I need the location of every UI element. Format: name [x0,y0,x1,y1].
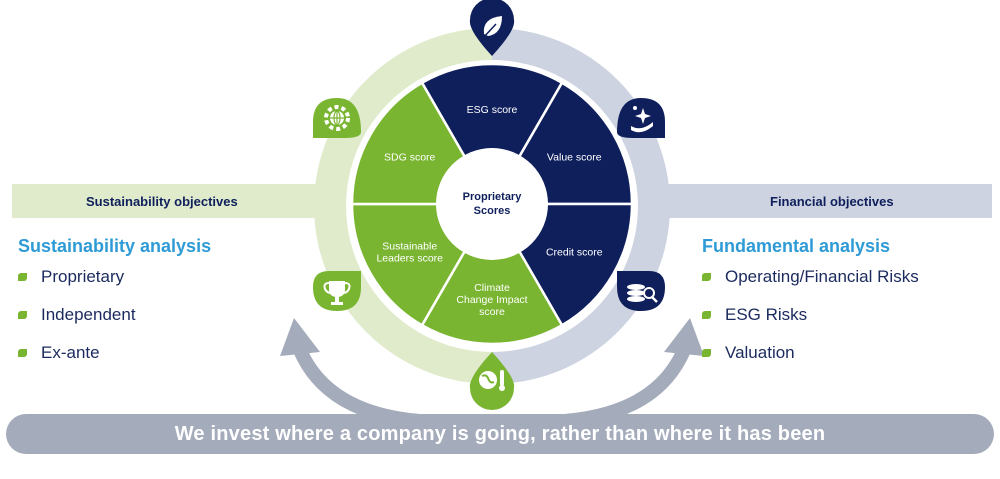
left-band-label: Sustainability objectives [86,194,238,209]
bullet-icon [18,273,27,281]
segment-label: ESG score [467,104,518,116]
tagline-bar [6,414,994,454]
score-segment [420,62,564,207]
list-item: Proprietary [18,258,136,296]
left-panel-list: Proprietary Independent Ex-ante [18,258,136,372]
globe-thermometer-icon [469,352,515,410]
center-label-line1: Proprietary [463,191,523,203]
right-panel-heading: Fundamental analysis [702,236,891,256]
list-item: Operating/Financial Risks [702,258,919,296]
bullet-icon [18,311,27,319]
segment-label: Sustainable [382,241,437,253]
list-item: Valuation [702,334,919,372]
center-circle [436,148,548,260]
bullet-icon [702,349,711,357]
segment-label: Credit score [546,247,603,259]
center-label-line2: Scores [474,205,511,217]
list-item: Ex-ante [18,334,136,372]
right-band [650,184,992,218]
trophy-icon [313,271,361,311]
segment-label: Change Impact [456,294,527,306]
segment-label: score [479,306,505,318]
tagline: We invest where a company is going, rath… [174,422,826,445]
sparkle-hand-icon [617,98,665,138]
coins-magnifier-icon [617,271,665,311]
gear-globe-icon [313,98,361,138]
segment-label: Climate [474,282,510,294]
left-panel-heading: Sustainability analysis [18,236,212,256]
leaf-icon [469,0,515,56]
right-band-label: Financial objectives [770,194,894,209]
bullet-icon [702,311,711,319]
right-arrow-head [664,318,704,356]
list-item: Independent [18,296,136,334]
segment-label: Leaders score [376,253,443,265]
bullet-icon [702,273,711,281]
bullet-icon [18,349,27,357]
score-segment [420,201,564,346]
left-band [12,184,342,218]
left-arrow-head [280,318,320,356]
segment-label: Value score [547,152,602,164]
right-panel-list: Operating/Financial Risks ESG Risks Valu… [702,258,919,372]
list-item: ESG Risks [702,296,919,334]
segment-label: SDG score [384,152,436,164]
